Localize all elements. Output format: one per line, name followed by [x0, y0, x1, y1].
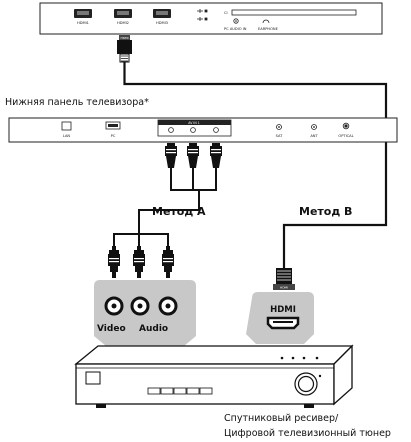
av-jack-plate: Video Audio	[94, 280, 196, 346]
device-hdmi-plug: HDMI	[273, 268, 295, 290]
side-hdmi1-label: HDMI1	[77, 21, 89, 25]
method-b-label: Метод B	[299, 205, 352, 218]
receiver-device	[74, 344, 354, 408]
video-label: Video	[97, 324, 126, 334]
device-caption-line2: Цифровой телевизионный тюнер	[224, 428, 391, 439]
device-rca-plugs	[108, 246, 174, 278]
earphone-label: EARPHONE	[258, 27, 279, 31]
side-hdmi3-label: HDMI3	[156, 21, 168, 25]
pc-audio-label: PC AUDIO IN	[224, 27, 247, 31]
method-a-label: Метод A	[152, 205, 206, 218]
tv-bottom-panel: LAN PC AV IN 1 SAT ANT OPTICAL	[8, 117, 398, 143]
av-in-label: AV IN 1	[188, 121, 200, 125]
ci-label: CI	[224, 11, 228, 15]
tv-side-panel: HDMI1 HDMI2 HDMI3 CI PC AUDIO IN EARPHON…	[39, 2, 383, 35]
lan-port	[61, 121, 72, 131]
ci-slot	[231, 9, 357, 16]
side-hdmi-plug: HDMI	[117, 35, 132, 63]
optical-label: OPTICAL	[338, 134, 353, 138]
lan-label: LAN	[63, 134, 71, 138]
sat-label: SAT	[276, 134, 284, 138]
ant-label: ANT	[310, 134, 318, 138]
side-hdmi2-label: HDMI2	[117, 21, 129, 25]
svg-text:HDMI: HDMI	[280, 286, 288, 290]
side-hdmi1-port	[74, 9, 92, 18]
audio-label: Audio	[139, 324, 168, 334]
bottom-panel-caption: Нижняя панель телевизора*	[5, 97, 149, 108]
usb-ports	[197, 9, 208, 21]
earphone-icon	[262, 19, 270, 24]
hdmi-cable	[123, 62, 388, 268]
side-hdmi2-port	[114, 9, 132, 18]
svg-text:HDMI: HDMI	[120, 36, 128, 40]
device-caption-line1: Спутниковый ресивер/	[224, 413, 339, 424]
side-hdmi3-port	[153, 9, 171, 18]
hdmi-jack-label: HDMI	[270, 305, 296, 315]
hdmi-jack-plate: HDMI	[246, 292, 314, 344]
tv-rca-plugs	[165, 143, 222, 174]
rca-cable-bundle	[138, 174, 217, 234]
pc-label: PC	[111, 134, 116, 138]
